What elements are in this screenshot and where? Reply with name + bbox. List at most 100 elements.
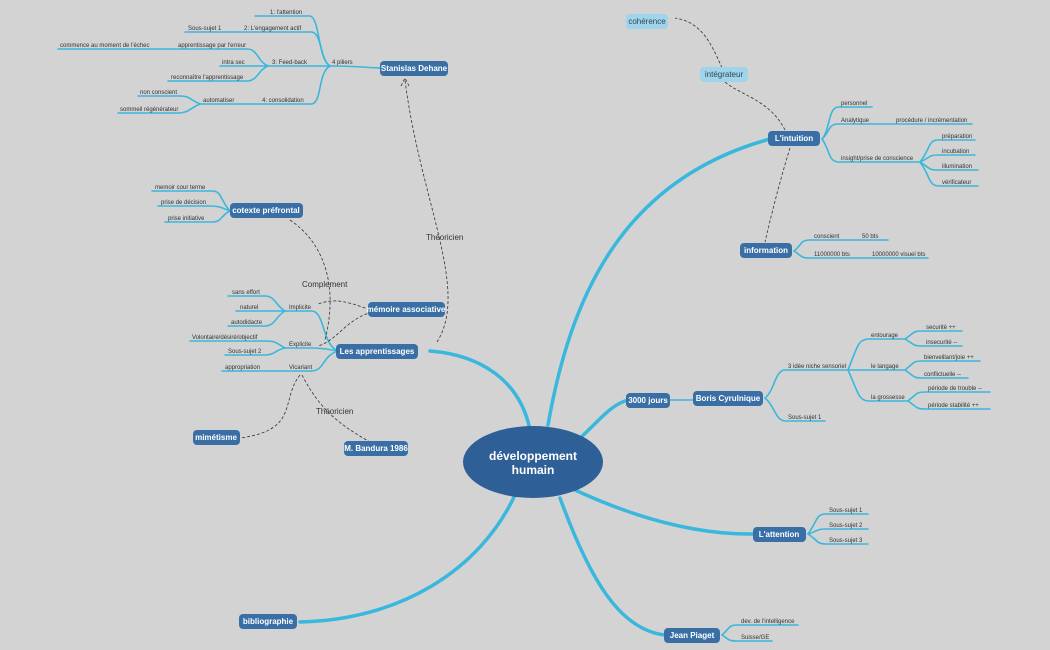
node-apprentissages[interactable] (336, 344, 418, 359)
branch-to-intuition (546, 137, 772, 427)
label-11000000-bts: 11000000 bts (814, 252, 850, 258)
node-intuition[interactable] (768, 131, 820, 146)
label-insecurite: insecurité -- (926, 340, 957, 346)
branch-entourage-securite (904, 330, 963, 340)
label-securite: securité ++ (926, 325, 956, 331)
branch-cortexte-decision (157, 205, 231, 212)
label-non-conscient: non conscient (140, 90, 177, 96)
label-commence: commence au moment de l'échec (60, 43, 150, 49)
node-attention[interactable] (753, 527, 806, 542)
branch-entourage-insecurite (904, 338, 963, 347)
relation-theoricien-stanislas-arrow (400, 77, 410, 87)
label-implicite: Implicite (289, 305, 312, 311)
label-att-s3: Sous-sujet 3 (829, 538, 863, 544)
relation-label-complement: Complement (302, 280, 348, 289)
node-boris[interactable] (693, 391, 763, 406)
label-memoir: memoir cour terme (155, 185, 206, 191)
label-visuel-bts: 10000000 visuel bts (872, 252, 925, 258)
label-3000-jours: 3000 jours (628, 396, 668, 405)
branch-explicite-volontaire (189, 340, 286, 349)
label-verificateur: vérificateur (942, 180, 971, 186)
label-autodidacte: autodidacte (231, 320, 263, 326)
branch-app-explicite (284, 347, 339, 352)
node-3000-jours[interactable] (626, 393, 670, 408)
label-illumination: illumination (942, 164, 972, 170)
branch-boris-sous (764, 397, 826, 422)
label-memoire-associative: mémoire associative (367, 305, 446, 314)
relation-intuition-integrateur (724, 81, 786, 131)
node-mimetisme[interactable] (193, 430, 240, 445)
label-entourage: entourage (871, 333, 899, 339)
node-bibliographie[interactable] (239, 614, 297, 629)
label-bibliographie: bibliographie (243, 617, 294, 626)
branch-app-vicariant (284, 350, 339, 372)
branch-langage-bienveillant (904, 360, 981, 371)
relation-vicariant-mimetisme (239, 374, 301, 439)
node-integrateur[interactable] (700, 67, 748, 82)
label-att-s2: Sous-sujet 2 (829, 523, 863, 529)
label-automatiser: automatiser (203, 98, 234, 104)
label-feedback: 3: Feed-back (272, 60, 308, 66)
label-incubation: incubation (942, 149, 969, 155)
label-attention1: 1: l'attention (270, 10, 302, 16)
branch-grossesse-stabilite (907, 400, 991, 410)
label-engagement-sous: Sous-sujet 1 (188, 26, 222, 32)
label-trouble: période de trouble -- (928, 386, 982, 392)
relation-label-theoricien-bottom: Théoricien (316, 407, 353, 416)
branch-information-conscient (793, 239, 856, 252)
node-coherence[interactable] (626, 14, 668, 29)
relation-label-theoricien-top: Théoricien (426, 233, 463, 242)
node-piaget[interactable] (664, 628, 720, 643)
relation-memoire-explicite (317, 311, 373, 347)
node-memoire-associative[interactable] (368, 302, 445, 317)
node-bandura[interactable] (344, 441, 408, 456)
node-stanislas[interactable] (380, 61, 448, 76)
label-cortexte: cotexte préfrontal (232, 206, 300, 215)
branch-grossesse-trouble (907, 391, 991, 402)
central-title-line2: humain (512, 463, 555, 477)
branch-explicite-sous2 (224, 347, 286, 356)
label-att-s1: Sous-sujet 1 (829, 508, 863, 514)
branch-implicite-sanseffort (227, 295, 286, 312)
label-langage: le langage (871, 364, 899, 370)
label-piaget: Jean Piaget (670, 631, 715, 640)
label-reconnaitre: reconnaître l'apprentissage (171, 75, 244, 81)
label-volontaire: Volontaire/désiré/objectif (192, 335, 258, 341)
branch-to-3000-jours (573, 398, 630, 445)
label-sommeil: sommeil régénérateur (120, 107, 178, 113)
label-stanislas: Stanislas Dehane (381, 64, 448, 73)
label-4-piliers: 4 piliers (332, 60, 353, 66)
label-boris: Boris Cyrulnique (696, 394, 761, 403)
relation-vicariant-bandura (301, 374, 371, 443)
label-erreur: apprentissage par l'erreur (178, 43, 246, 49)
label-grossesse: la grossesse (871, 395, 905, 401)
branch-intuition-insight (821, 138, 921, 163)
label-bienveillant: bienveillant/joie ++ (924, 355, 974, 361)
relation-integrateur-coherence (674, 17, 723, 69)
label-naturel: naturel (240, 305, 258, 311)
label-apprentissages: Les apprentissages (340, 347, 415, 356)
central-topic[interactable] (463, 426, 603, 498)
node-cortexte[interactable] (230, 203, 303, 218)
label-integrateur: intégrateur (705, 70, 744, 79)
branch-insight-verificateur (919, 161, 979, 187)
label-prise-decision: prise de décision (161, 200, 206, 206)
relation-memoire-implicite (317, 300, 371, 311)
label-conflictuelle: conflictuelle -- (924, 372, 961, 378)
branch-automatiser-nonconscient (137, 95, 201, 105)
branch-to-bibliographie (298, 493, 517, 624)
label-niche: 3 idée niche sensoriel (788, 364, 846, 370)
branch-attention-s3 (807, 533, 869, 545)
label-analytique: Analytique (841, 118, 870, 124)
branch-boris-niche (764, 369, 849, 399)
label-mimetisme: mimétisme (195, 433, 237, 442)
branch-cortexte-initiative (164, 210, 231, 223)
branch-cortexte-memoir (151, 190, 231, 212)
node-information[interactable] (740, 243, 792, 258)
label-dev-intel: dev. de l'intelligence (741, 619, 795, 625)
branch-niche-entourage (847, 338, 906, 371)
label-information: information (744, 246, 788, 255)
label-engagement: 2: L'engagement actif (244, 26, 302, 32)
branch-implicite-autodidacte (227, 310, 286, 327)
